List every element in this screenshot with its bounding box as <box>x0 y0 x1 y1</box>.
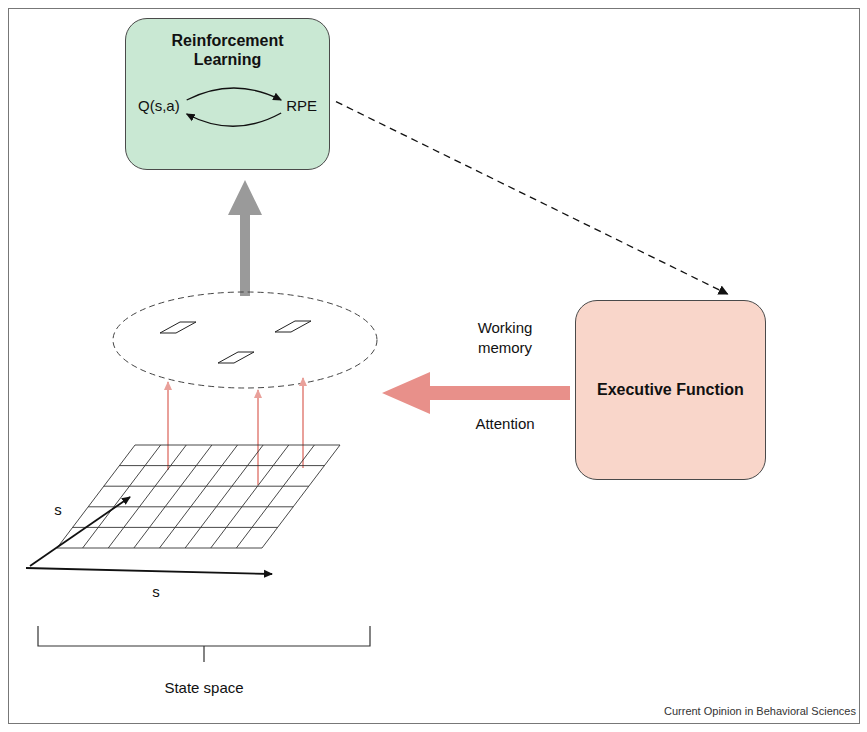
grid-line <box>134 445 212 548</box>
box-title: Reinforcement Learning <box>163 31 293 69</box>
grid-line <box>160 445 238 548</box>
source-caption: Current Opinion in Behavioral Sciences <box>560 704 856 718</box>
control-label: Working memory <box>460 318 550 357</box>
axis-arrow <box>30 497 130 566</box>
cycle-arrow <box>187 88 281 100</box>
executive-box: Executive Function <box>575 300 766 480</box>
axis-label: s <box>146 582 166 602</box>
select-arrow <box>257 390 259 485</box>
grid-line <box>236 445 314 548</box>
axis-caption: State space <box>134 678 274 698</box>
state-patch <box>218 352 254 363</box>
bracket <box>38 626 370 662</box>
select-arrow <box>167 382 169 470</box>
axis-label: s <box>48 500 68 520</box>
state-grid <box>57 445 340 548</box>
grid-line <box>83 445 161 548</box>
frame <box>9 9 860 724</box>
grid-line <box>262 445 340 548</box>
state-patch <box>275 321 311 332</box>
learning-box: Reinforcement LearningQ(s,a) RPE <box>125 18 330 170</box>
select-arrow <box>302 378 304 468</box>
grid-line <box>108 445 186 548</box>
error-term: RPE <box>286 97 317 114</box>
grid-line <box>57 445 135 548</box>
grid-line <box>211 445 289 548</box>
axis-arrow <box>26 568 272 574</box>
value-term: Q(s,a) <box>138 97 180 114</box>
box-title: Executive Function <box>587 370 754 409</box>
cycle-arrow <box>187 113 281 126</box>
control-arrow <box>382 372 570 414</box>
cycle-row: Q(s,a) RPE <box>126 97 329 114</box>
dashed-ellipse <box>113 292 377 388</box>
state-patch <box>160 322 196 333</box>
dashed-connector <box>336 102 728 294</box>
grey-arrow <box>228 180 262 296</box>
control-label: Attention <box>460 414 550 434</box>
grid-line <box>185 445 263 548</box>
